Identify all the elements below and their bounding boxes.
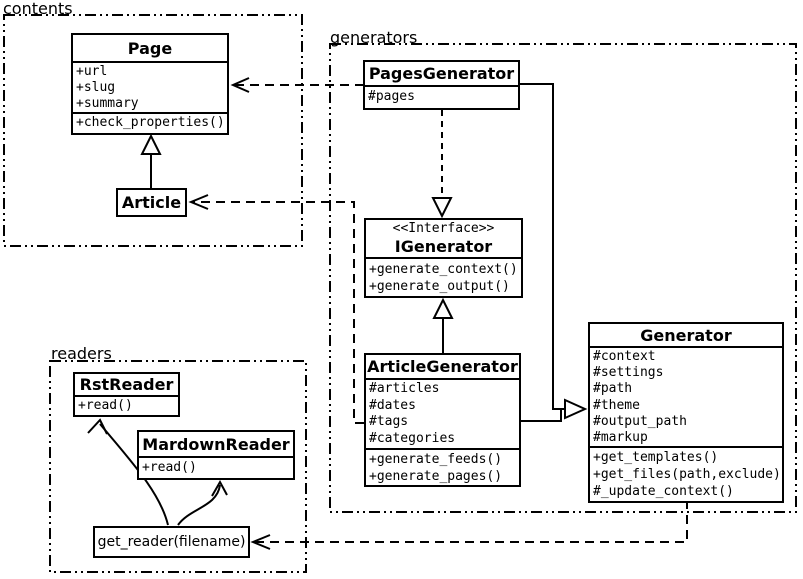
class-title: Page bbox=[73, 35, 227, 63]
class-title: MardownReader bbox=[139, 432, 293, 458]
open-arrowhead-icon bbox=[87, 418, 108, 435]
class-methods: +generate_feeds() +generate_pages() bbox=[366, 450, 519, 485]
class-title: Article bbox=[121, 193, 182, 212]
class-methods: +read() bbox=[75, 397, 178, 415]
class-title: Generator bbox=[590, 324, 782, 348]
method: +generate_context() bbox=[369, 262, 518, 277]
method: #_update_context() bbox=[593, 484, 734, 499]
method: +get_files(path,exclude) bbox=[593, 467, 781, 482]
class-methods: +check_properties() bbox=[73, 114, 227, 133]
arrow-getreader-mardownreader bbox=[177, 479, 228, 526]
open-arrowhead-icon bbox=[250, 534, 271, 550]
attribute: #articles bbox=[369, 381, 440, 396]
hollow-triangle-icon bbox=[140, 133, 162, 155]
package-label-readers: readers bbox=[51, 344, 112, 363]
class-attributes: #articles #dates #tags #categories bbox=[366, 380, 519, 450]
class-attributes: +url +slug +summary bbox=[73, 63, 227, 114]
attribute: #path bbox=[593, 381, 633, 397]
method: +check_properties() bbox=[76, 115, 225, 130]
class-articlegenerator: ArticleGenerator #articles #dates #tags … bbox=[364, 353, 521, 487]
package-frame-generators bbox=[329, 43, 797, 513]
dependency-generator-getreader bbox=[250, 500, 688, 550]
hollow-triangle-icon bbox=[431, 197, 453, 219]
attribute: #context bbox=[593, 349, 656, 364]
class-title: ArticleGenerator bbox=[366, 355, 519, 380]
dependency-pagesgenerator-page bbox=[230, 77, 363, 93]
attribute: #dates bbox=[369, 397, 416, 413]
generalization-articlegenerator-igenerator bbox=[432, 297, 454, 353]
attribute: #output_path bbox=[593, 413, 687, 429]
class-page: Page +url +slug +summary +check_properti… bbox=[71, 33, 229, 135]
class-title: IGenerator bbox=[394, 237, 493, 256]
hollow-triangle-icon bbox=[564, 398, 588, 420]
class-title-block: <<Interface>> IGenerator bbox=[366, 220, 521, 259]
generalization-article-page bbox=[140, 133, 162, 188]
attribute: #settings bbox=[593, 365, 664, 381]
method: +generate_output() bbox=[369, 279, 510, 294]
package-label-contents: contents bbox=[3, 0, 73, 18]
attribute: #theme bbox=[593, 397, 640, 413]
attribute: +summary bbox=[76, 96, 139, 111]
class-rstreader: RstReader +read() bbox=[73, 372, 180, 417]
class-methods: +get_templates() +get_files(path,exclude… bbox=[590, 448, 782, 501]
attribute: #markup bbox=[593, 430, 648, 446]
open-arrowhead-icon bbox=[211, 479, 228, 497]
class-title: PagesGenerator bbox=[365, 62, 518, 87]
hollow-triangle-icon bbox=[432, 297, 454, 319]
class-methods: +read() bbox=[139, 458, 293, 478]
class-pagesgenerator: PagesGenerator #pages bbox=[363, 60, 520, 110]
class-generator: Generator #context #settings #path #them… bbox=[588, 322, 784, 503]
class-attributes: #context #settings #path #theme #output_… bbox=[590, 348, 782, 448]
method: +read() bbox=[142, 460, 197, 475]
method: +generate_feeds() bbox=[369, 452, 503, 467]
attribute: +url bbox=[76, 64, 108, 79]
package-frame-contents bbox=[3, 14, 303, 247]
open-arrowhead-icon bbox=[188, 194, 209, 210]
class-title: RstReader bbox=[75, 374, 178, 397]
package-frame-readers bbox=[49, 360, 307, 573]
class-mardownreader: MardownReader +read() bbox=[137, 430, 295, 480]
attribute: #tags bbox=[369, 414, 409, 429]
attribute: +slug bbox=[76, 80, 116, 95]
class-igenerator: <<Interface>> IGenerator +generate_conte… bbox=[364, 218, 523, 298]
method: +generate_pages() bbox=[369, 469, 503, 484]
method: +get_templates() bbox=[593, 450, 719, 465]
dependency-articlegenerator-article bbox=[188, 194, 364, 424]
class-attributes: #pages bbox=[365, 87, 518, 108]
class-methods: +generate_context() +generate_output() bbox=[366, 259, 521, 296]
realization-pagesgenerator-igenerator bbox=[431, 110, 453, 219]
function-get-reader: get_reader(filename) bbox=[93, 526, 250, 558]
attribute: #categories bbox=[369, 430, 456, 446]
package-label-generators: generators bbox=[330, 28, 418, 47]
stereotype-label: <<Interface>> bbox=[392, 221, 495, 236]
method: +read() bbox=[78, 398, 133, 413]
open-arrowhead-icon bbox=[230, 77, 250, 93]
attribute: #pages bbox=[368, 89, 415, 104]
class-article: Article bbox=[116, 188, 187, 217]
generalization-generators-generator bbox=[519, 83, 588, 422]
